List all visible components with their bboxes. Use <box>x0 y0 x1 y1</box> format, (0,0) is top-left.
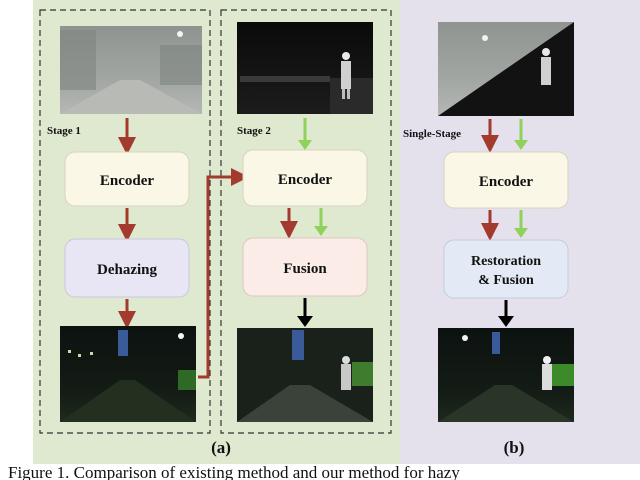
single-stage-label: Single-Stage <box>403 128 461 140</box>
arrow-encoder-to-restoration-infrared-head <box>514 228 528 238</box>
restoration-label-line1: Restoration <box>471 254 541 269</box>
encoder2-box <box>242 149 368 207</box>
fusion-box <box>242 237 368 297</box>
stage2-label: Stage 2 <box>237 125 271 137</box>
arrow-encoder2-to-fusion-infrared-head <box>314 226 328 236</box>
arrow-infrared-to-encoder2-head <box>298 140 312 150</box>
restoration-fusion-box <box>443 239 569 299</box>
fused-image-a <box>237 328 373 422</box>
encoder1-box <box>64 151 190 207</box>
encoder1-label: Encoder <box>100 173 155 189</box>
restoration-label-line2: & Fusion <box>478 273 534 288</box>
panel-a-label: (a) <box>211 438 231 457</box>
combined-input-image <box>438 22 574 116</box>
encoder2-label: Encoder <box>278 172 333 188</box>
arrow-fusion-to-output-head <box>297 316 313 327</box>
stage1-outline <box>39 9 211 434</box>
stage1-label: Stage 1 <box>47 125 81 137</box>
dehazed-image <box>60 326 196 422</box>
figure-caption: Figure 1. Comparison of existing method … <box>8 463 460 480</box>
dehazing-box <box>64 238 190 298</box>
infrared-image <box>237 22 373 114</box>
hazy-visible-image <box>60 26 202 114</box>
encoder-b-box <box>443 151 569 209</box>
arrow-dehazed-to-encoder2 <box>198 168 249 379</box>
fusion-label: Fusion <box>283 261 327 277</box>
panel-b-label: (b) <box>504 438 525 457</box>
diagram: Stage 1 Encoder Dehazing Stage 2 Encoder… <box>33 0 640 464</box>
arrow-input-to-encoder-infrared-head <box>514 140 528 150</box>
fused-image-b <box>438 328 574 422</box>
arrow-restoration-to-output-head <box>498 316 514 327</box>
dehazing-label: Dehazing <box>97 262 158 278</box>
encoder-b-label: Encoder <box>479 174 534 190</box>
stage2-outline <box>220 9 392 434</box>
